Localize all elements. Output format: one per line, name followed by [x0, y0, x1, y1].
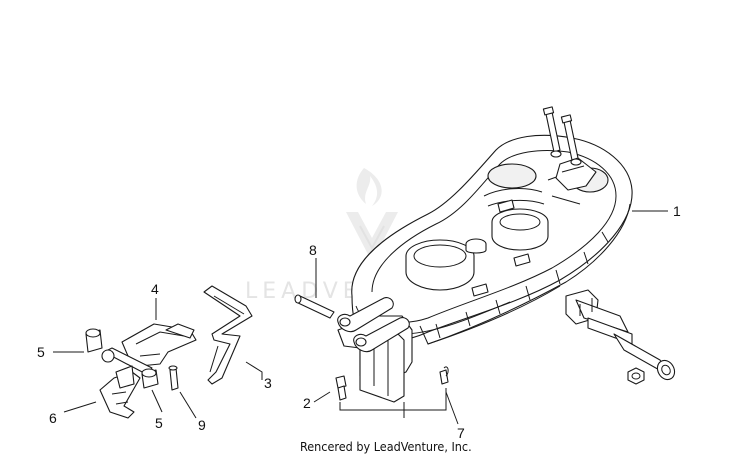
rendered-by-credit: Rencered by LeadVenture, Inc.: [300, 439, 472, 454]
callout-2: 2: [303, 395, 311, 411]
callout-4: 4: [151, 281, 159, 297]
hinge-bracket: [85, 328, 159, 419]
lift-rod: [203, 285, 253, 385]
mower-deck: [351, 106, 633, 345]
front-mount-bracket: [294, 294, 449, 418]
callout-3: 3: [264, 375, 272, 391]
callout-8: 8: [309, 242, 317, 258]
hitch-bracket: [565, 289, 676, 385]
callout-7: 7: [457, 425, 465, 441]
callout-5-lower: 5: [155, 415, 163, 431]
deck-bolts: [542, 106, 582, 166]
bushing-lower: [141, 368, 159, 389]
callout-5-left: 5: [37, 344, 45, 360]
callout-6: 6: [49, 410, 57, 426]
callout-1: 1: [673, 203, 681, 219]
bushing-left: [85, 328, 103, 353]
leader-lines: [53, 210, 668, 425]
callout-9: 9: [198, 417, 206, 433]
leadventure-logo-icon: [346, 168, 398, 262]
